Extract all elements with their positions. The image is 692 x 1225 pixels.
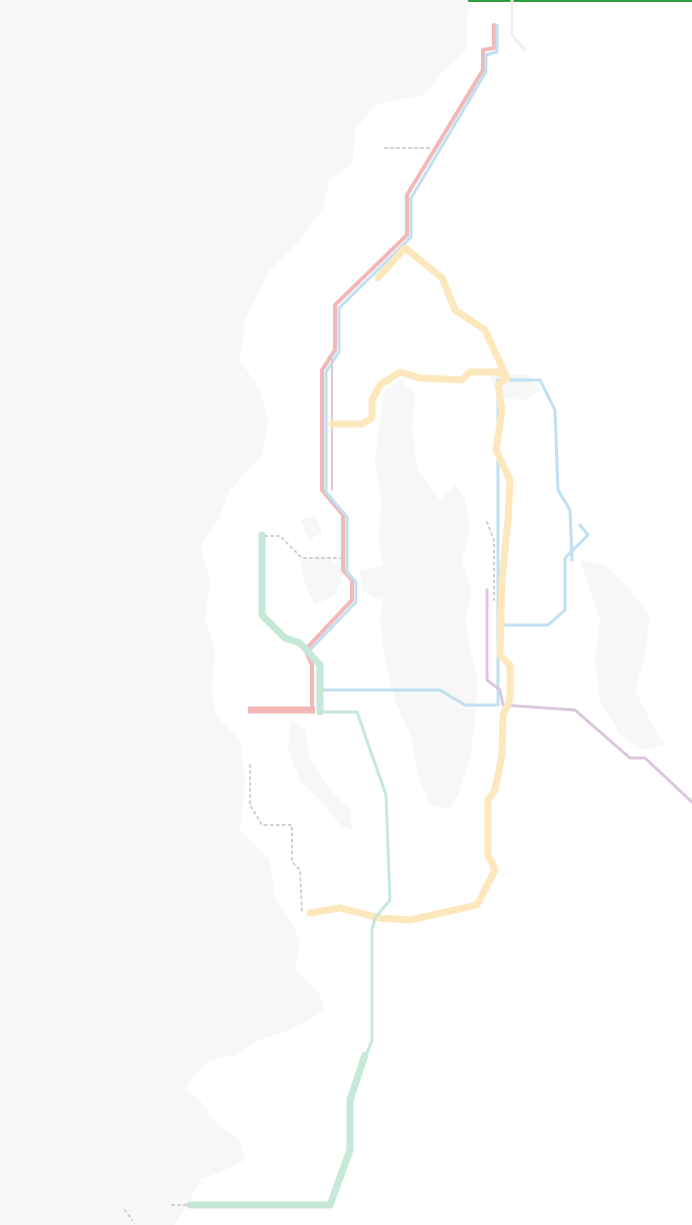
planned-connector-central <box>486 521 495 601</box>
land-island-central <box>375 380 478 810</box>
land-strip-south <box>288 720 352 830</box>
land-layer <box>0 0 665 1225</box>
transit-lines-layer <box>124 0 692 1221</box>
land-mass-west <box>0 0 468 1225</box>
purple-line-route[interactable] <box>485 588 692 804</box>
green-line-route-south[interactable] <box>318 710 392 1060</box>
green-line-route-terminus[interactable] <box>186 1051 369 1209</box>
yellow-line-west-branch[interactable] <box>328 368 511 428</box>
land-island-small-2 <box>360 565 395 600</box>
planned-connector-west <box>264 535 341 559</box>
yellow-line-loop[interactable] <box>306 244 514 924</box>
land-island-small-1 <box>300 555 345 605</box>
land-bay-east <box>580 560 665 750</box>
blue-line-route-central[interactable] <box>496 378 574 627</box>
planned-connector-south-end <box>124 1209 133 1221</box>
blue-line-route-north[interactable] <box>308 23 499 692</box>
blue-line-route-east[interactable] <box>316 523 590 707</box>
red-line-route[interactable] <box>303 23 496 712</box>
land-island-small-3 <box>300 515 322 540</box>
shoreline-detail-north <box>510 0 527 52</box>
land-peninsula-south <box>35 1060 180 1225</box>
green-line-route-north[interactable] <box>258 531 324 716</box>
